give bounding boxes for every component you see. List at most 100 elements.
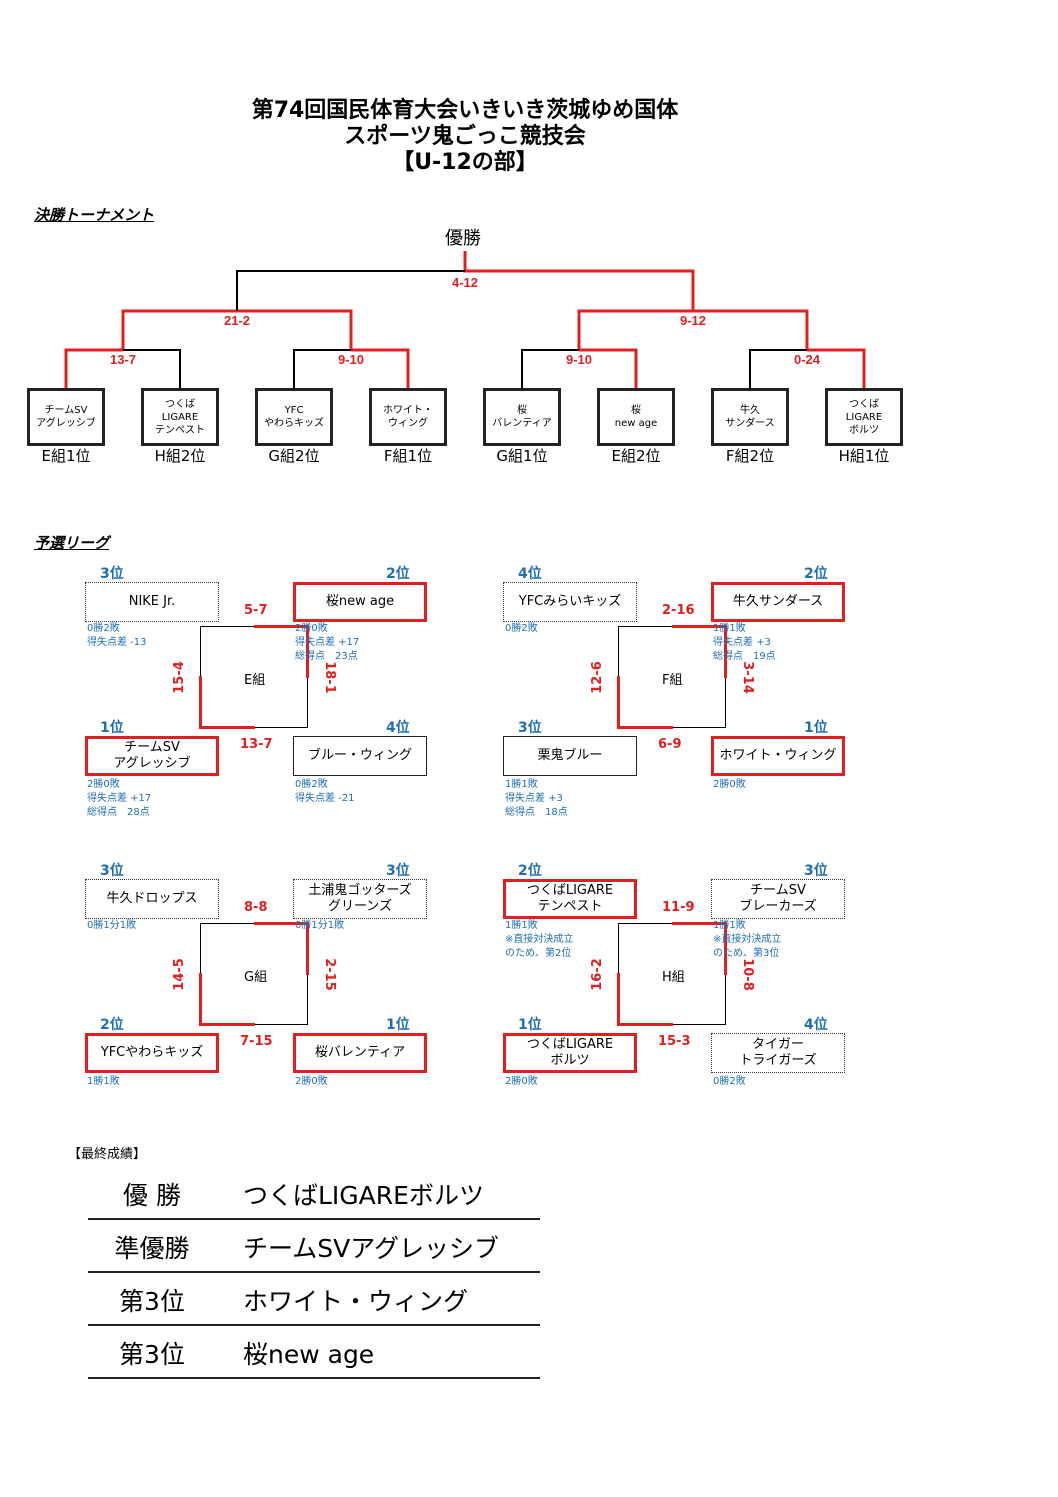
final-result-rank: 第3位 bbox=[119, 1340, 185, 1369]
league-team-box: 牛久ドロップス bbox=[85, 879, 219, 919]
bracket-team-seed: E組2位 bbox=[611, 447, 661, 465]
final-result-rank: 優 勝 bbox=[123, 1181, 181, 1210]
final-result-team: 桜new age bbox=[243, 1340, 375, 1369]
group-square-red-bottom bbox=[200, 726, 255, 729]
league-team-box: YFCやわらキッズ bbox=[85, 1033, 219, 1073]
league-team-box: タイガー トライガーズ bbox=[711, 1033, 845, 1073]
group-bottom-score: 13-7 bbox=[240, 737, 273, 752]
team-rank: 1位 bbox=[804, 720, 828, 736]
league-team-name: ブルー・ウィング bbox=[307, 748, 412, 763]
group-square-red-left bbox=[199, 676, 202, 729]
team-rank: 3位 bbox=[386, 863, 410, 879]
group-square-red-right bbox=[306, 923, 309, 975]
league-team-name: 牛久サンダース bbox=[732, 594, 824, 609]
final-result-row: 準優勝チームSVアグレッシブ bbox=[88, 1221, 540, 1273]
team-rank: 4位 bbox=[804, 1017, 828, 1033]
title-line-3: 【U-12の部】 bbox=[392, 150, 538, 175]
bracket-line-q2-loser bbox=[293, 349, 351, 388]
bracket-line-semi-right bbox=[577, 309, 809, 350]
league-team-name: 牛久ドロップス bbox=[106, 891, 198, 906]
group-square-red-top bbox=[254, 625, 309, 628]
league-team-box: ブルー・ウィング bbox=[293, 736, 427, 776]
group-square-red-right bbox=[724, 626, 727, 678]
final-score: 4-12 bbox=[452, 275, 478, 290]
semi-score-left: 21-2 bbox=[224, 313, 250, 328]
league-team-box: つくばLIGARE テンペスト bbox=[503, 879, 637, 919]
group-square-red-left bbox=[617, 676, 620, 729]
final-result-row: 第3位 ホワイト・ウィング bbox=[88, 1274, 540, 1326]
team-rank: 1位 bbox=[386, 1017, 410, 1033]
bracket-team-seed: H組1位 bbox=[838, 447, 890, 465]
group-square-red-top bbox=[672, 922, 727, 925]
league-team-name: タイガー トライガーズ bbox=[739, 1037, 817, 1068]
final-result-team: チームSVアグレッシブ bbox=[243, 1234, 499, 1263]
group-bottom-score: 6-9 bbox=[658, 737, 682, 752]
league-team-box: チームSV ブレーカーズ bbox=[711, 879, 845, 919]
team-record-note: 1勝1敗 ※直接対決成立 のため、第3位 bbox=[713, 920, 782, 959]
team-rank: 3位 bbox=[100, 863, 124, 879]
bracket-team-box: チームSV アグレッシブ bbox=[27, 388, 105, 446]
bracket-team-box: YFC やわらキッズ bbox=[255, 388, 333, 446]
team-record-note: 1勝1敗 得失点差 +3 総得点 19点 bbox=[713, 623, 776, 662]
group-right-score: 18-1 bbox=[321, 661, 337, 694]
bracket-line-final-right bbox=[463, 251, 695, 311]
league-team-box: YFCみらいキッズ bbox=[503, 582, 637, 622]
final-result-row: 第3位 桜new age bbox=[88, 1327, 540, 1379]
league-team-box: つくばLIGARE ボルツ bbox=[503, 1033, 637, 1073]
bracket-line-final-left bbox=[236, 270, 465, 311]
bracket-team-name: 桜 バレンティア bbox=[492, 405, 552, 429]
team-record-note: 0勝1分1敗 bbox=[87, 920, 137, 931]
quarter-score-3: 9-10 bbox=[566, 352, 592, 367]
team-rank: 3位 bbox=[518, 720, 542, 736]
group-left-score: 15-4 bbox=[171, 661, 187, 694]
group-square-red-right bbox=[724, 923, 727, 975]
team-rank: 1位 bbox=[518, 1017, 542, 1033]
league-team-box: 桜バレンティア bbox=[293, 1033, 427, 1073]
bracket-team-box: 桜 new age bbox=[597, 388, 675, 446]
team-record-note: 0勝2敗 得失点差 -21 bbox=[295, 779, 355, 804]
group-square-red-left bbox=[617, 973, 620, 1026]
league-team-name: つくばLIGARE ボルツ bbox=[526, 1037, 614, 1068]
league-label: 予選リーグ bbox=[34, 534, 110, 552]
quarter-score-1: 13-7 bbox=[110, 352, 136, 367]
final-result-rank: 第3位 bbox=[119, 1287, 185, 1316]
tournament-label: 決勝トーナメント bbox=[34, 206, 155, 224]
title-line-2: スポーツ鬼ごっこ競技会 bbox=[344, 124, 586, 149]
league-team-box: 土浦鬼ゴッターズ グリーンズ bbox=[293, 879, 427, 919]
league-team-box: NIKE Jr. bbox=[85, 582, 219, 622]
group-name: E組 bbox=[244, 673, 266, 688]
bracket-team-box: 桜 バレンティア bbox=[483, 388, 561, 446]
quarter-score-4: 0-24 bbox=[794, 352, 821, 367]
team-record-note: 1勝1敗 ※直接対決成立 のため、第2位 bbox=[505, 920, 574, 959]
group-right-score: 3-14 bbox=[739, 661, 755, 694]
group-square-red-bottom bbox=[618, 726, 673, 729]
group-left-score: 16-2 bbox=[589, 958, 605, 991]
group-name: G組 bbox=[244, 970, 268, 985]
group-name: F組 bbox=[662, 673, 683, 688]
group-square-red-right bbox=[306, 626, 309, 678]
final-result-team: つくばLIGAREボルツ bbox=[243, 1181, 484, 1210]
league-team-name: 桜バレンティア bbox=[314, 1045, 406, 1060]
league-team-name: YFCやわらキッズ bbox=[100, 1045, 204, 1060]
team-record-note: 1勝1敗 得失点差 +3 総得点 18点 bbox=[505, 779, 568, 818]
league-team-name: NIKE Jr. bbox=[128, 594, 176, 609]
bracket-team-box: つくば LIGARE ボルツ bbox=[825, 388, 903, 446]
bracket-team-seed: F組2位 bbox=[725, 447, 775, 465]
team-record-note: 0勝2敗 bbox=[713, 1076, 746, 1087]
group-left-score: 12-6 bbox=[589, 661, 605, 694]
team-rank: 1位 bbox=[100, 720, 124, 736]
final-result-row: 優 勝 つくばLIGAREボルツ bbox=[88, 1168, 540, 1220]
bracket-line-q3-winner bbox=[579, 348, 638, 388]
bracket-team-name: 牛久 サンダース bbox=[725, 405, 775, 429]
final-result-team: ホワイト・ウィング bbox=[243, 1287, 469, 1316]
team-record-note: 2勝0敗 bbox=[713, 779, 746, 790]
league-team-name: 栗鬼ブルー bbox=[537, 748, 603, 763]
team-rank: 4位 bbox=[386, 720, 410, 736]
group-top-score: 2-16 bbox=[662, 603, 695, 618]
champion-label: 優勝 bbox=[445, 228, 481, 249]
league-team-name: 土浦鬼ゴッターズ グリーンズ bbox=[308, 883, 412, 914]
group-top-score: 8-8 bbox=[244, 900, 268, 915]
group-name: H組 bbox=[662, 970, 685, 985]
bracket-team-seed: F組1位 bbox=[383, 447, 433, 465]
bracket-line-q2-winner bbox=[351, 348, 410, 388]
